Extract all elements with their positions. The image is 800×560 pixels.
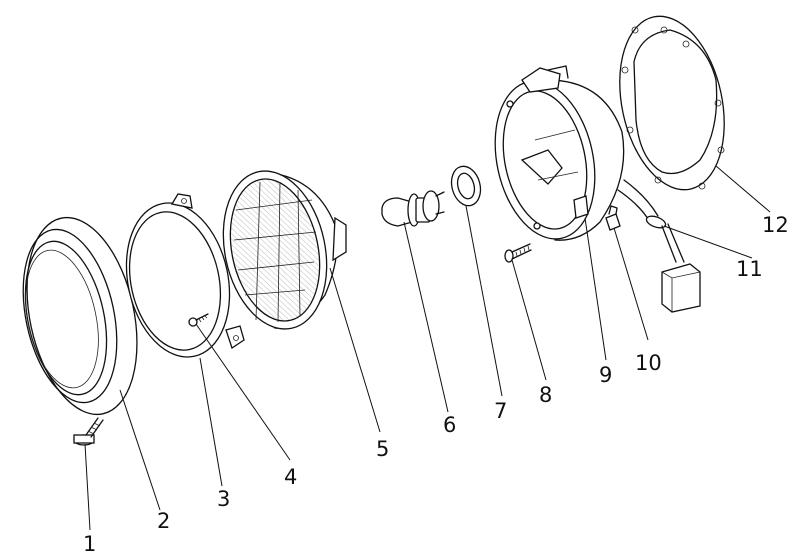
- wire-clip-10: [605, 205, 621, 231]
- gasket-12: [619, 15, 725, 191]
- seal-ring-7: [450, 165, 482, 207]
- leader-lines: [84, 165, 771, 531]
- callout-3: 3: [217, 487, 230, 511]
- callout-6: 6: [443, 413, 456, 437]
- callout-12: 12: [762, 213, 789, 237]
- adjust-screw-4: [188, 313, 209, 327]
- callout-10: 10: [635, 351, 662, 375]
- sealed-beam-lens: [222, 170, 347, 330]
- callout-9: 9: [599, 363, 612, 387]
- screw-1: [73, 417, 104, 446]
- callout-11: 11: [736, 257, 763, 281]
- callout-8: 8: [539, 383, 552, 407]
- callout-7: 7: [494, 399, 507, 423]
- retaining-ring: [125, 193, 245, 358]
- callout-4: 4: [284, 465, 297, 489]
- callout-5: 5: [376, 437, 389, 461]
- grommet-and-connector-11: [617, 179, 701, 313]
- callout-2: 2: [157, 509, 170, 533]
- callout-labels: 1 2 3 4 5 6 7 8 9 10 11 12: [83, 213, 789, 556]
- screw-8: [504, 243, 532, 263]
- callout-1: 1: [83, 532, 96, 556]
- bulb-6: [381, 190, 445, 227]
- headlamp-bucket: [494, 65, 625, 241]
